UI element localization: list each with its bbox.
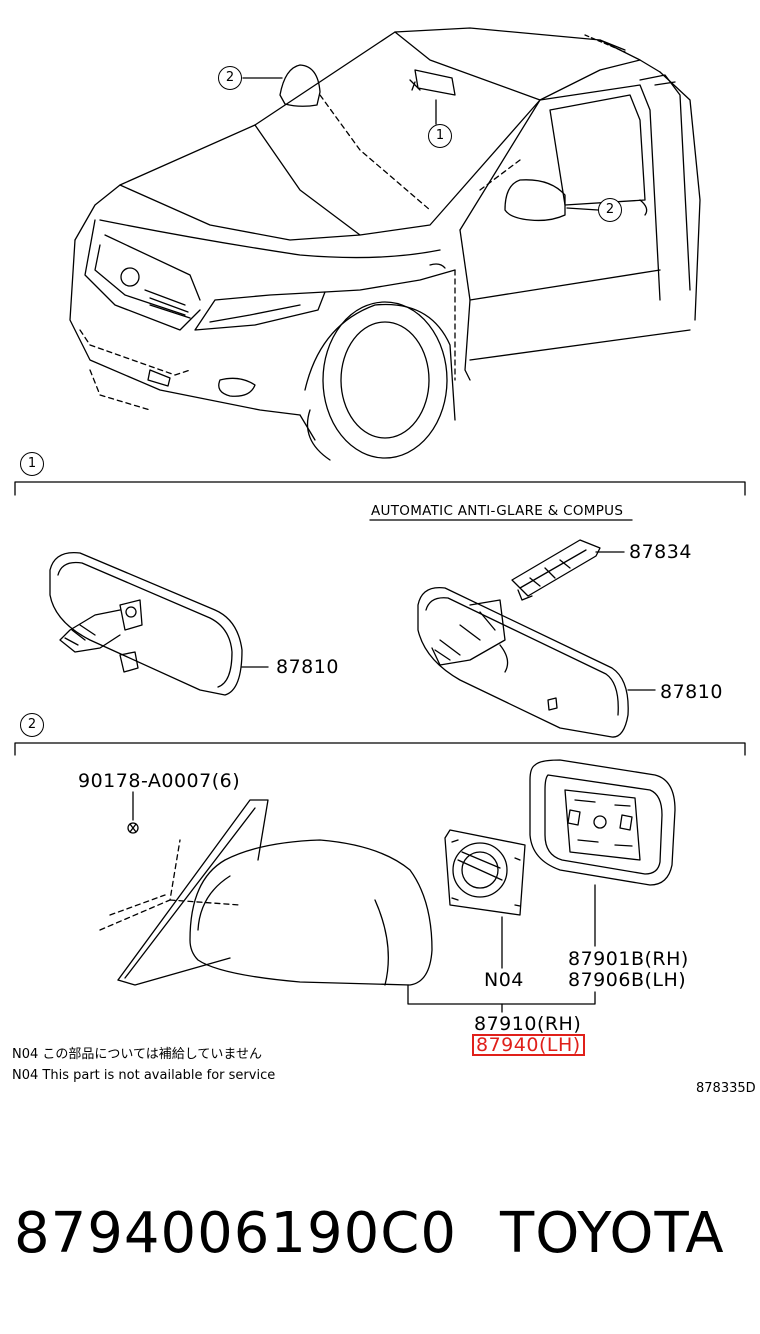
callout-2-right: 2 [598, 198, 622, 222]
part-87810-auto: 87810 [660, 681, 723, 703]
standard-inner-mirror-drawing [49, 551, 269, 696]
part-number: 8794006190C0 [14, 1201, 458, 1266]
callout-1: 1 [428, 124, 452, 148]
variant-title: AUTOMATIC ANTI-GLARE & COMPUS [371, 503, 624, 519]
part-87906b: 87906B(LH) [568, 969, 687, 991]
brand-name: TOYOTA [500, 1201, 725, 1266]
callout-2-left: 2 [218, 66, 242, 90]
note-english: N04 This part is not available for servi… [12, 1068, 276, 1083]
diagram-code: 878335D [696, 1081, 756, 1096]
section-2-marker: 2 [20, 713, 44, 737]
part-87940-highlighted[interactable]: 87940(LH) [472, 1034, 585, 1056]
note-japanese: N04 この部品については補給していません [12, 1047, 262, 1062]
part-87810-standard: 87810 [276, 656, 339, 678]
outer-mirror-drawing [99, 759, 676, 1013]
car-drawing [69, 27, 701, 461]
part-n04: N04 [484, 969, 524, 991]
part-87901b: 87901B(RH) [568, 948, 689, 970]
section-1-marker: 1 [20, 452, 44, 476]
part-87910: 87910(RH) [474, 1013, 582, 1035]
auto-anti-glare-mirror-drawing [417, 539, 656, 738]
section-2-rule [14, 742, 746, 756]
part-90178: 90178-A0007(6) [78, 770, 241, 792]
section-1-rule [14, 481, 746, 496]
part-87834: 87834 [629, 541, 692, 563]
